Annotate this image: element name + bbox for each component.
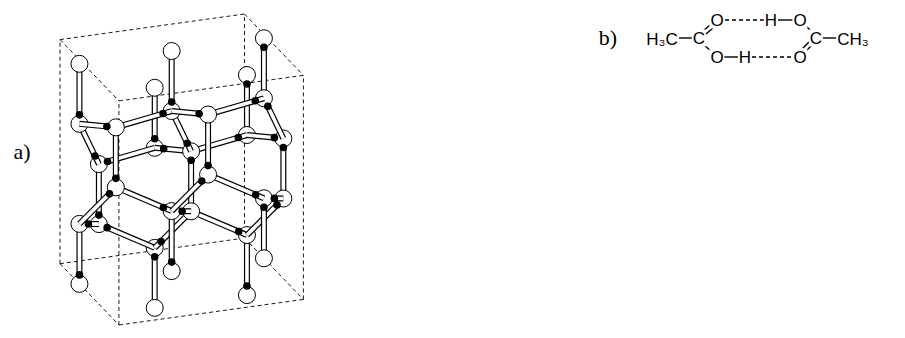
bond-outline bbox=[79, 187, 115, 224]
hydrogen-atom bbox=[235, 134, 243, 142]
hydrogen-atom bbox=[85, 220, 93, 228]
bond bbox=[172, 175, 208, 212]
cell-edge bbox=[60, 264, 119, 325]
cell-edge bbox=[60, 40, 61, 264]
oxygen-atom bbox=[146, 79, 163, 96]
bond bbox=[208, 175, 264, 199]
bond-outline bbox=[169, 211, 175, 271]
atom-symbol: H bbox=[738, 49, 752, 66]
hydrogen-atom bbox=[159, 110, 167, 118]
hydrogen-atom bbox=[168, 98, 176, 106]
bond-outline bbox=[76, 224, 82, 284]
hydrogen-atom bbox=[168, 258, 176, 266]
bond-outline bbox=[261, 38, 267, 98]
hydrogen-atom bbox=[91, 152, 99, 160]
oxygen-atom bbox=[146, 299, 163, 316]
bond-outline bbox=[96, 164, 102, 224]
hydrogen-atom bbox=[264, 103, 272, 111]
hydrogen-atom bbox=[187, 156, 195, 164]
hydrogen-atom bbox=[260, 43, 268, 51]
group-formula: CH₃ bbox=[836, 31, 869, 48]
hydrogen-atom bbox=[160, 145, 168, 153]
hydrogen-atom bbox=[251, 97, 259, 105]
bond-outline bbox=[191, 211, 247, 235]
cell-edge bbox=[119, 75, 303, 101]
atom-symbol: H bbox=[764, 12, 778, 29]
group-formula: H₃C bbox=[645, 31, 678, 48]
hydrogen-atom bbox=[273, 201, 281, 209]
hydrogen-atom bbox=[76, 271, 84, 279]
oxygen-atom bbox=[163, 43, 180, 60]
hydrogen-atom bbox=[106, 190, 114, 198]
atom-symbol: O bbox=[709, 12, 724, 29]
bond bbox=[116, 187, 172, 211]
bond-outline bbox=[205, 115, 211, 175]
bond-outline bbox=[188, 151, 194, 211]
hydrogen-atom bbox=[195, 110, 203, 118]
bond-outline bbox=[208, 175, 264, 199]
hydrogen-atom bbox=[178, 207, 186, 215]
hydrogen-atom bbox=[151, 253, 159, 261]
hydrogen-atom bbox=[280, 144, 288, 152]
bond bbox=[79, 187, 115, 224]
hydrogen-atom bbox=[198, 177, 206, 185]
hydrogen-atom bbox=[243, 282, 251, 290]
bond-outline bbox=[280, 139, 286, 199]
hydrogen-atom bbox=[103, 224, 111, 232]
oxygen-atom bbox=[71, 55, 88, 72]
hydrogen-atom bbox=[183, 139, 191, 147]
part-label: a) bbox=[12, 141, 31, 163]
hydrogen-atom bbox=[104, 158, 112, 166]
oxygen-atom bbox=[255, 250, 272, 267]
bond-outline bbox=[76, 64, 82, 124]
atom-symbol: C bbox=[809, 30, 823, 47]
cell-edge bbox=[60, 14, 244, 40]
cell-edge bbox=[244, 14, 303, 75]
hydrogen-atom bbox=[160, 204, 168, 212]
atom-symbol: C bbox=[692, 30, 706, 47]
bond-outline bbox=[261, 198, 267, 258]
hydrogen-atom bbox=[76, 111, 84, 119]
hydrogen-atom bbox=[112, 175, 120, 183]
hydrogen-atom bbox=[151, 135, 159, 143]
cell-edge bbox=[60, 40, 119, 101]
hydrogen-atom bbox=[103, 123, 111, 131]
bond bbox=[99, 224, 155, 248]
part-label: b) bbox=[598, 27, 618, 49]
bond-outline bbox=[152, 248, 158, 308]
atom-symbol: O bbox=[792, 12, 807, 29]
atom-symbol: O bbox=[709, 49, 724, 66]
bond-outline bbox=[169, 51, 175, 111]
hydrogen-atom bbox=[271, 195, 279, 203]
hydrogen-atom bbox=[243, 80, 251, 88]
bond-outline bbox=[113, 127, 119, 187]
bond-outline bbox=[244, 235, 250, 295]
bond-outline bbox=[116, 187, 172, 211]
atom-symbol: O bbox=[792, 49, 807, 66]
bond bbox=[191, 211, 247, 235]
bond-outline bbox=[99, 224, 155, 248]
cell-edge bbox=[119, 299, 303, 325]
bond-outline bbox=[172, 175, 208, 212]
hydrogen-atom bbox=[252, 191, 260, 199]
cell-edge bbox=[303, 75, 304, 299]
hydrogen-atom bbox=[271, 134, 279, 142]
bond-outline bbox=[264, 98, 283, 138]
hydrogen-atom bbox=[157, 238, 165, 246]
hydrogen-atom bbox=[235, 228, 243, 236]
hydrogen-atom bbox=[260, 203, 268, 211]
hydrogen-atom bbox=[204, 162, 212, 170]
hydrogen-atom bbox=[95, 211, 103, 219]
bond bbox=[264, 98, 283, 138]
